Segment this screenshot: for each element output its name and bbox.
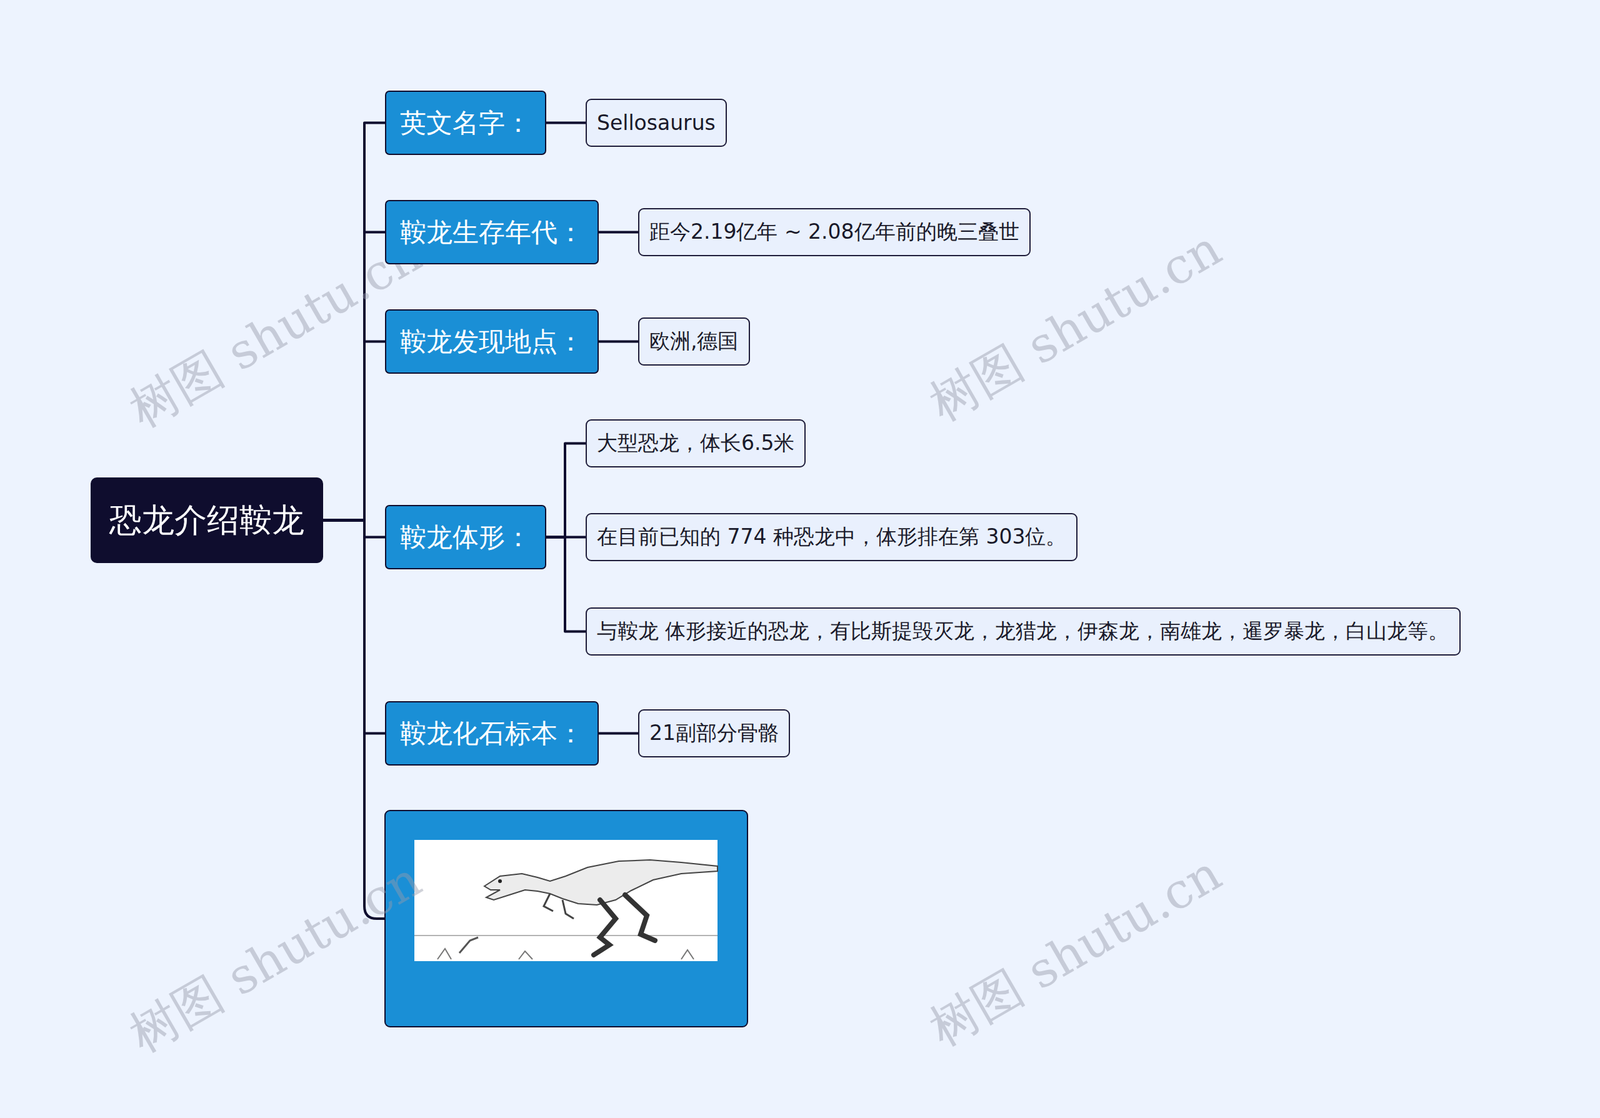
node-text: 鞍龙生存年代： [400, 215, 584, 250]
branch-connector [546, 121, 586, 125]
watermark: 树图 shutu.cn [118, 848, 434, 1069]
node-text: Sellosaurus [596, 110, 716, 135]
detail-box: 在目前已知的 774 种恐龙中，体形排在第 303位。 [585, 513, 1078, 562]
detail-box: 与鞍龙 体形接近的恐龙，有比斯提毁灭龙，龙猎龙，伊森龙，南雄龙，暹罗暴龙，白山龙… [585, 607, 1461, 656]
node-text: 在目前已知的 774 种恐龙中，体形排在第 303位。 [596, 523, 1067, 552]
branch-connector [598, 340, 639, 344]
image-box [385, 810, 748, 1027]
dinosaur-illustration [414, 840, 718, 962]
branch-connector [323, 232, 385, 521]
branch-connector [546, 443, 586, 538]
node-text: 21副部分骨骼 [649, 719, 779, 748]
branch-connector [598, 231, 639, 234]
root-topic: 恐龙介绍鞍龙 [90, 477, 324, 564]
branch-topic: 鞍龙体形： [385, 505, 547, 570]
node-text: 鞍龙体形： [400, 520, 532, 555]
node-text: 英文名字： [400, 105, 532, 141]
node-text: 欧洲,德国 [649, 327, 739, 356]
branch-connector [323, 123, 385, 521]
detail-box: Sellosaurus [585, 98, 727, 147]
detail-box: 欧洲,德国 [638, 317, 750, 366]
node-text: 鞍龙发现地点： [400, 324, 584, 360]
branch-topic: 鞍龙化石标本： [385, 701, 599, 766]
branch-connector [598, 732, 639, 735]
branch-connector [323, 520, 385, 734]
detail-box: 距今2.19亿年 ~ 2.08亿年前的晚三叠世 [638, 208, 1031, 257]
node-text: 与鞍龙 体形接近的恐龙，有比斯提毁灭龙，龙猎龙，伊森龙，南雄龙，暹罗暴龙，白山龙… [596, 617, 1450, 646]
detail-box: 21副部分骨骼 [638, 709, 790, 758]
node-text: 大型恐龙，体长6.5米 [596, 429, 795, 458]
node-text: 距今2.19亿年 ~ 2.08亿年前的晚三叠世 [649, 218, 1020, 247]
branch-connector [323, 341, 385, 521]
detail-box: 大型恐龙，体长6.5米 [585, 419, 806, 468]
branch-topic: 鞍龙生存年代： [385, 200, 599, 265]
watermark: 树图 shutu.cn [918, 841, 1234, 1062]
branch-connector [323, 520, 385, 538]
branch-topic: 鞍龙发现地点： [385, 309, 599, 374]
node-text: 鞍龙化石标本： [400, 716, 584, 752]
branch-topic: 英文名字： [385, 90, 547, 155]
node-text: 恐龙介绍鞍龙 [109, 498, 305, 543]
branch-connector [546, 537, 586, 632]
